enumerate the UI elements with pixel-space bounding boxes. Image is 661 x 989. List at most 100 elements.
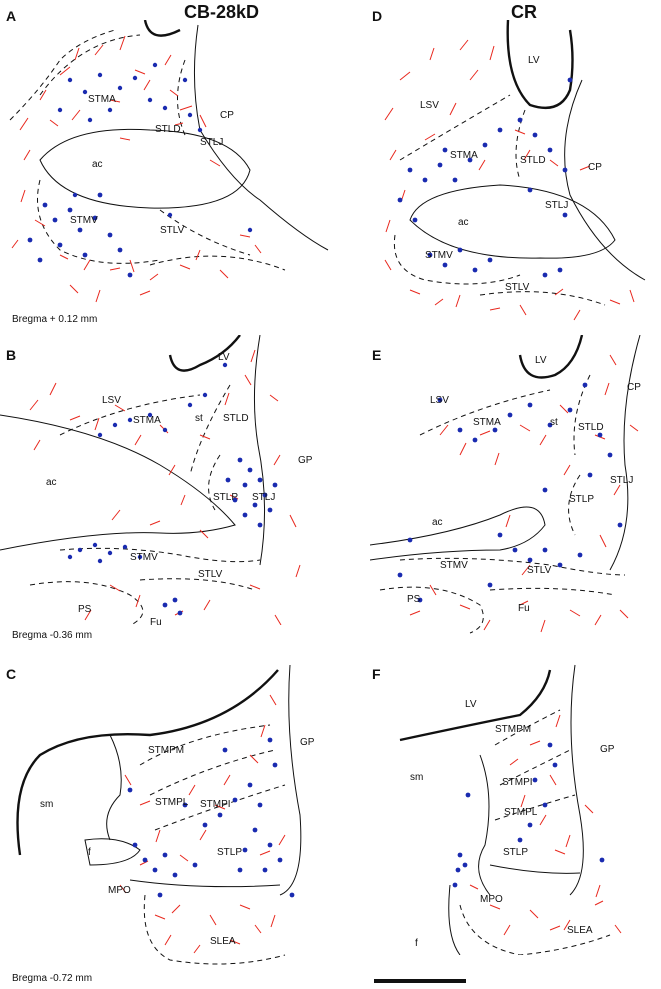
- region-label-stlp: STLP: [503, 847, 528, 858]
- region-label-f: f: [415, 938, 418, 949]
- region-label-gp: GP: [600, 744, 615, 755]
- panel-c-diagram: STMPM GP sm STMPL STMPI f STLP MPO SLEA: [16, 664, 315, 965]
- region-label-ps: PS: [407, 594, 421, 605]
- lv-outline: [16, 669, 279, 856]
- panel-letter-b: B: [6, 347, 17, 363]
- bregma-label-c: Bregma -0.72 mm: [12, 973, 93, 984]
- region-label-ac: ac: [458, 217, 469, 228]
- region-label-stma: STMA: [133, 415, 161, 426]
- region-label-stlp: STLP: [213, 492, 238, 503]
- boundary-dashed: [568, 474, 581, 536]
- region-label-stma: STMA: [473, 417, 501, 428]
- region-label-stlj: STLJ: [200, 137, 223, 148]
- panel-a-diagram: STMA STLD CP STLJ ac STMV STLV: [9, 20, 329, 303]
- region-label-lv: LV: [528, 55, 540, 66]
- region-label-stlj: STLJ: [252, 492, 275, 503]
- ac-outline: [0, 414, 236, 551]
- region-label-stld: STLD: [578, 422, 604, 433]
- region-label-stma: STMA: [88, 94, 116, 105]
- boundary-dashed: [573, 374, 591, 456]
- region-label-ac: ac: [46, 477, 57, 488]
- column-title-cb28kd: CB-28kD: [184, 2, 260, 22]
- panel-letter-c: C: [6, 666, 17, 682]
- region-label-stld: STLD: [520, 155, 546, 166]
- region-label-ps: PS: [78, 604, 92, 615]
- region-label-sm: sm: [410, 772, 423, 783]
- lv-outline: [143, 20, 181, 37]
- fiber-group: [29, 349, 301, 625]
- region-label-lv: LV: [218, 352, 230, 363]
- region-label-mpo: MPO: [108, 885, 131, 896]
- gp-boundary: [279, 664, 302, 896]
- boundary-dashed: [494, 794, 576, 821]
- ac-outline: [409, 184, 616, 259]
- region-label-stlv: STLV: [198, 569, 223, 580]
- region-label-stlj: STLJ: [610, 475, 633, 486]
- boundary-dashed: [399, 557, 626, 576]
- cell-group: [127, 737, 295, 898]
- region-label-stmpm: STMPM: [495, 724, 531, 735]
- scale-bar: [374, 979, 466, 983]
- region-label-slea: SLEA: [210, 936, 236, 947]
- boundary-dashed: [494, 709, 561, 746]
- region-label-stld: STLD: [223, 413, 249, 424]
- boundary-dashed: [393, 234, 521, 285]
- region-label-sm: sm: [40, 799, 53, 810]
- region-label-stlp: STLP: [217, 847, 242, 858]
- region-label-lsv: LSV: [102, 395, 121, 406]
- region-label-stlj: STLJ: [545, 200, 568, 211]
- region-label-stmv: STMV: [70, 215, 98, 226]
- boundary-dashed: [149, 255, 286, 271]
- region-label-lsv: LSV: [420, 100, 439, 111]
- boundary-dashed: [39, 34, 141, 96]
- boundary-dashed: [149, 749, 276, 796]
- panel-d-diagram: LV LSV STMA STLD CP STLJ ac STMV STLV: [384, 20, 646, 321]
- fiber-group: [119, 694, 286, 954]
- ac-outline: [39, 128, 251, 209]
- region-label-stmv: STMV: [130, 552, 158, 563]
- panel-f-diagram: LV STMPM GP sm STMPI STMPL STLP MPO f SL…: [399, 664, 622, 955]
- lv-outline: [168, 335, 241, 372]
- bregma-label-a: Bregma + 0.12 mm: [12, 314, 98, 325]
- boundary-dashed: [208, 454, 221, 511]
- bregma-label-b: Bregma -0.36 mm: [12, 630, 93, 641]
- boundary-dashed: [59, 394, 201, 436]
- region-label-st: st: [195, 413, 203, 424]
- region-label-f: f: [88, 847, 91, 858]
- gp-boundary: [253, 335, 266, 566]
- cell-group: [67, 362, 278, 616]
- boundary-dashed: [479, 291, 606, 306]
- lv-outline: [518, 335, 584, 379]
- panel-letter-a: A: [6, 8, 17, 24]
- cell-group: [397, 77, 573, 278]
- region-label-gp: GP: [298, 455, 313, 466]
- boundary-dashed: [139, 724, 271, 766]
- boundary-dashed: [59, 547, 261, 563]
- fiber-group: [11, 35, 262, 303]
- region-label-stmv: STMV: [425, 250, 453, 261]
- panel-letter-e: E: [372, 347, 382, 363]
- cell-group: [452, 742, 605, 888]
- boundary: [489, 864, 581, 874]
- cp-boundary: [193, 24, 329, 251]
- ac-outline: [370, 506, 546, 561]
- region-label-cp: CP: [627, 382, 641, 393]
- region-label-fu: Fu: [150, 617, 162, 625]
- fiber-group: [384, 39, 635, 321]
- panel-letter-f: F: [372, 666, 381, 682]
- boundary-dashed: [515, 109, 526, 181]
- f-outline: [84, 838, 141, 866]
- column-title-cr: CR: [511, 2, 537, 22]
- boundary-dashed: [139, 578, 256, 591]
- boundary-dashed: [489, 587, 616, 596]
- region-label-ac: ac: [92, 159, 103, 170]
- region-label-lsv: LSV: [430, 395, 449, 406]
- region-label-stmpl: STMPL: [504, 807, 538, 818]
- cp-boundary: [564, 79, 646, 281]
- region-label-lv: LV: [465, 699, 477, 710]
- boundary-dashed: [143, 894, 286, 965]
- boundary-dashed: [419, 389, 551, 436]
- region-label-mpo: MPO: [480, 894, 503, 905]
- region-label-stlp: STLP: [569, 494, 594, 505]
